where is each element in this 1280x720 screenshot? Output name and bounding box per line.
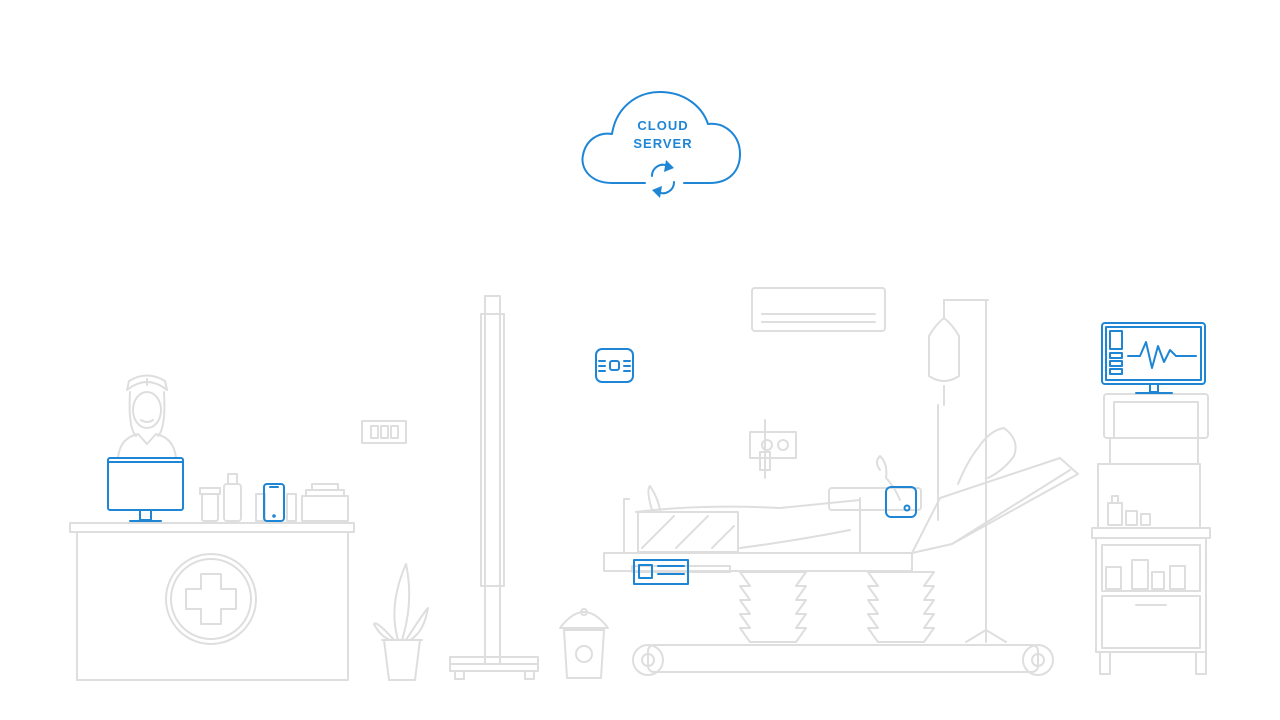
wall-outlet (749, 419, 797, 479)
trash-bin (559, 608, 609, 679)
cloud-outline (581, 91, 741, 184)
hospital-bed (603, 427, 1079, 676)
wall-switch (361, 420, 407, 444)
bed-lift-right (867, 571, 935, 643)
potted-plant (373, 563, 429, 681)
desktop-monitor-icon (107, 457, 184, 522)
cloud-server: CLOUD SERVER (581, 91, 741, 198)
privacy-screen (449, 295, 539, 680)
bed-lift-left (739, 571, 807, 643)
ecg-monitor-icon (1101, 322, 1206, 394)
air-conditioner (751, 287, 886, 332)
sync-arrows-icon (650, 160, 676, 198)
reception-desk (69, 522, 355, 681)
cloud-label-line1: CLOUD (637, 118, 688, 133)
medical-cross-icon (185, 573, 237, 625)
sensor-hub-icon (595, 348, 634, 383)
iv-stand (928, 299, 1007, 643)
wearable-sensor-icon (885, 486, 917, 518)
cloud-label-line2: SERVER (633, 136, 692, 151)
id-card-icon (633, 559, 689, 585)
desk-items (199, 473, 349, 522)
nurse-figure (117, 374, 177, 459)
smartphone-icon (263, 483, 285, 522)
medical-cart (1091, 393, 1211, 675)
